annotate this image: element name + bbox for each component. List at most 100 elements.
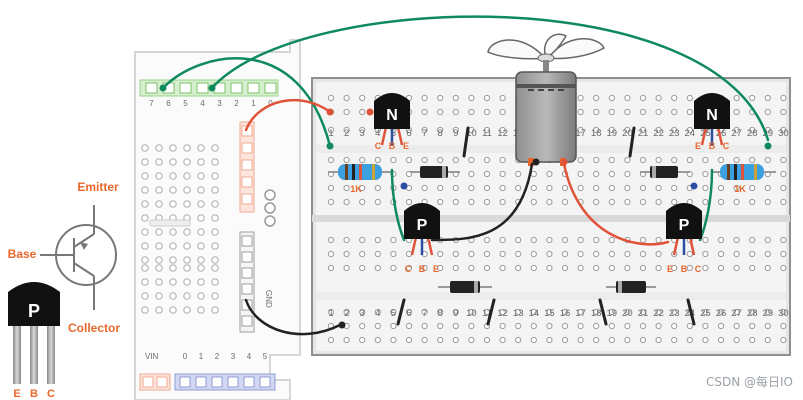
transistor-pin-label: C — [405, 264, 412, 274]
wire-endpoints — [326, 108, 772, 329]
resistor-left: 1K — [328, 164, 392, 194]
red-wire-motor — [562, 162, 670, 246]
analog-pin-label: 4 — [247, 352, 252, 361]
breadboard-top-number: 23 — [669, 128, 680, 139]
transistor-letter: P — [417, 217, 428, 234]
breadboard-holes — [327, 94, 787, 344]
transistor-pin-label: B — [709, 141, 716, 151]
breadboard-bottom-number: 6 — [406, 308, 411, 319]
breadboard-top-number: 18 — [591, 128, 602, 139]
fan-blades — [487, 33, 605, 74]
breadboard-top-number: 5 — [391, 128, 396, 139]
breadboard-top-number: 1 — [328, 128, 333, 139]
red-wire-5v — [244, 98, 332, 132]
diode-bottom-left — [438, 281, 492, 293]
breadboard-bottom-number: 22 — [653, 308, 664, 319]
breadboard-top-number: 17 — [575, 128, 586, 139]
analog-pin-label: 5 — [263, 352, 268, 361]
breadboard-top-number: 9 — [453, 128, 458, 139]
breadboard-top-number: 19 — [607, 128, 618, 139]
breadboard-bottom-number: 16 — [560, 308, 571, 319]
breadboard-top-number: 27 — [731, 128, 742, 139]
breadboard-bottom-number: 25 — [700, 308, 711, 319]
green-wire-pin6 — [161, 57, 332, 148]
breadboard-top-number: 24 — [685, 128, 696, 139]
symbol-emitter-label: Emitter — [77, 180, 119, 194]
breadboard-top-number: 30 — [778, 128, 789, 139]
breadboard-top-number: 11 — [482, 128, 492, 139]
digital-pin-label: 1 — [251, 99, 256, 108]
diode-top-right — [640, 166, 690, 178]
breadboard-bottom-number: 19 — [607, 308, 618, 319]
digital-pin-label: 2 — [234, 99, 239, 108]
transistor-letter: N — [386, 107, 398, 124]
breadboard-bottom-number: 4 — [375, 308, 380, 319]
digital-pin-label: 5 — [183, 99, 188, 108]
pnp-part-letter: P — [28, 301, 40, 321]
breadboard-bottom-number: 5 — [391, 308, 396, 319]
breadboard-top-number: 4 — [375, 128, 380, 139]
breadboard-bottom-number: 3 — [360, 308, 365, 319]
breadboard-top-number: 29 — [763, 128, 774, 139]
symbol-base-label: Base — [8, 247, 37, 261]
breadboard-bottom-number: 21 — [638, 308, 649, 319]
transistor-pin-label: C — [375, 141, 382, 151]
transistor-pin-label: B — [681, 264, 688, 274]
breadboard-top-number: 8 — [438, 128, 443, 139]
breadboard-bottom-number: 13 — [513, 308, 524, 319]
transistor-pin-label: E — [667, 264, 673, 274]
breadboard-top-number: 28 — [747, 128, 758, 139]
breadboard-top-number: 26 — [716, 128, 727, 139]
breadboard-top-number: 7 — [422, 128, 427, 139]
arduino-proto-holes — [141, 144, 219, 314]
breadboard-bottom-number: 20 — [622, 308, 633, 319]
digital-pin-label: 6 — [166, 99, 171, 108]
transistor-pin-label: E — [695, 141, 701, 151]
breadboard-bottom-number: 8 — [438, 308, 443, 319]
green-wire-left-pnp — [390, 168, 406, 242]
breadboard-bottom-number: 11 — [482, 308, 492, 319]
breadboard-bottom-number: 1 — [328, 308, 333, 319]
breadboard-bottom-number: 28 — [747, 308, 758, 319]
black-wire-motor — [430, 162, 534, 242]
breadboard-bottom-number: 27 — [731, 308, 742, 319]
digital-pin-label: 7 — [149, 99, 154, 108]
breadboard-top-number: 6 — [406, 128, 411, 139]
transistor-pin-label: C — [695, 264, 702, 274]
breadboard-top-number: 3 — [360, 128, 365, 139]
breadboard-bottom-number: 7 — [422, 308, 427, 319]
breadboard-bottom-number: 18 — [591, 308, 602, 319]
resistor-right: 1K — [712, 164, 776, 194]
diode-bottom-right — [606, 281, 656, 293]
diode-top-left — [410, 166, 460, 178]
symbol-collector-label: Collector — [68, 321, 120, 335]
transistor-pin-label: E — [403, 141, 409, 151]
analog-pin-label: 0 — [183, 352, 188, 361]
dc-motor — [487, 33, 605, 166]
wires — [161, 15, 770, 336]
analog-pin-label: 1 — [199, 352, 204, 361]
digital-pin-label: 0 — [268, 99, 273, 108]
transistor-pin-label: C — [723, 141, 730, 151]
resistor-left-label: 1K — [350, 184, 362, 194]
resistor-right-label: 1K — [734, 184, 746, 194]
watermark: CSDN @每日IO — [705, 375, 793, 389]
breadboard-top-number: 10 — [466, 128, 477, 139]
breadboard-bottom-number: 17 — [575, 308, 586, 319]
digital-pin-label: 4 — [200, 99, 205, 108]
breadboard-bottom-number: 10 — [466, 308, 477, 319]
breadboard-bottom-number: 12 — [497, 308, 508, 319]
pnp-part-illustration: P E B C — [8, 282, 60, 400]
diodes — [410, 166, 690, 293]
transistor-letter: N — [706, 107, 718, 124]
digital-pin-label: 3 — [217, 99, 222, 108]
transistor-symbol — [40, 205, 117, 310]
transistor-letter: P — [679, 217, 690, 234]
breadboard-bottom-number: 26 — [716, 308, 727, 319]
breadboard-top-number: 12 — [497, 128, 508, 139]
breadboard-bottom-number: 14 — [529, 308, 540, 319]
breadboard-bottom-number: 2 — [344, 308, 349, 319]
